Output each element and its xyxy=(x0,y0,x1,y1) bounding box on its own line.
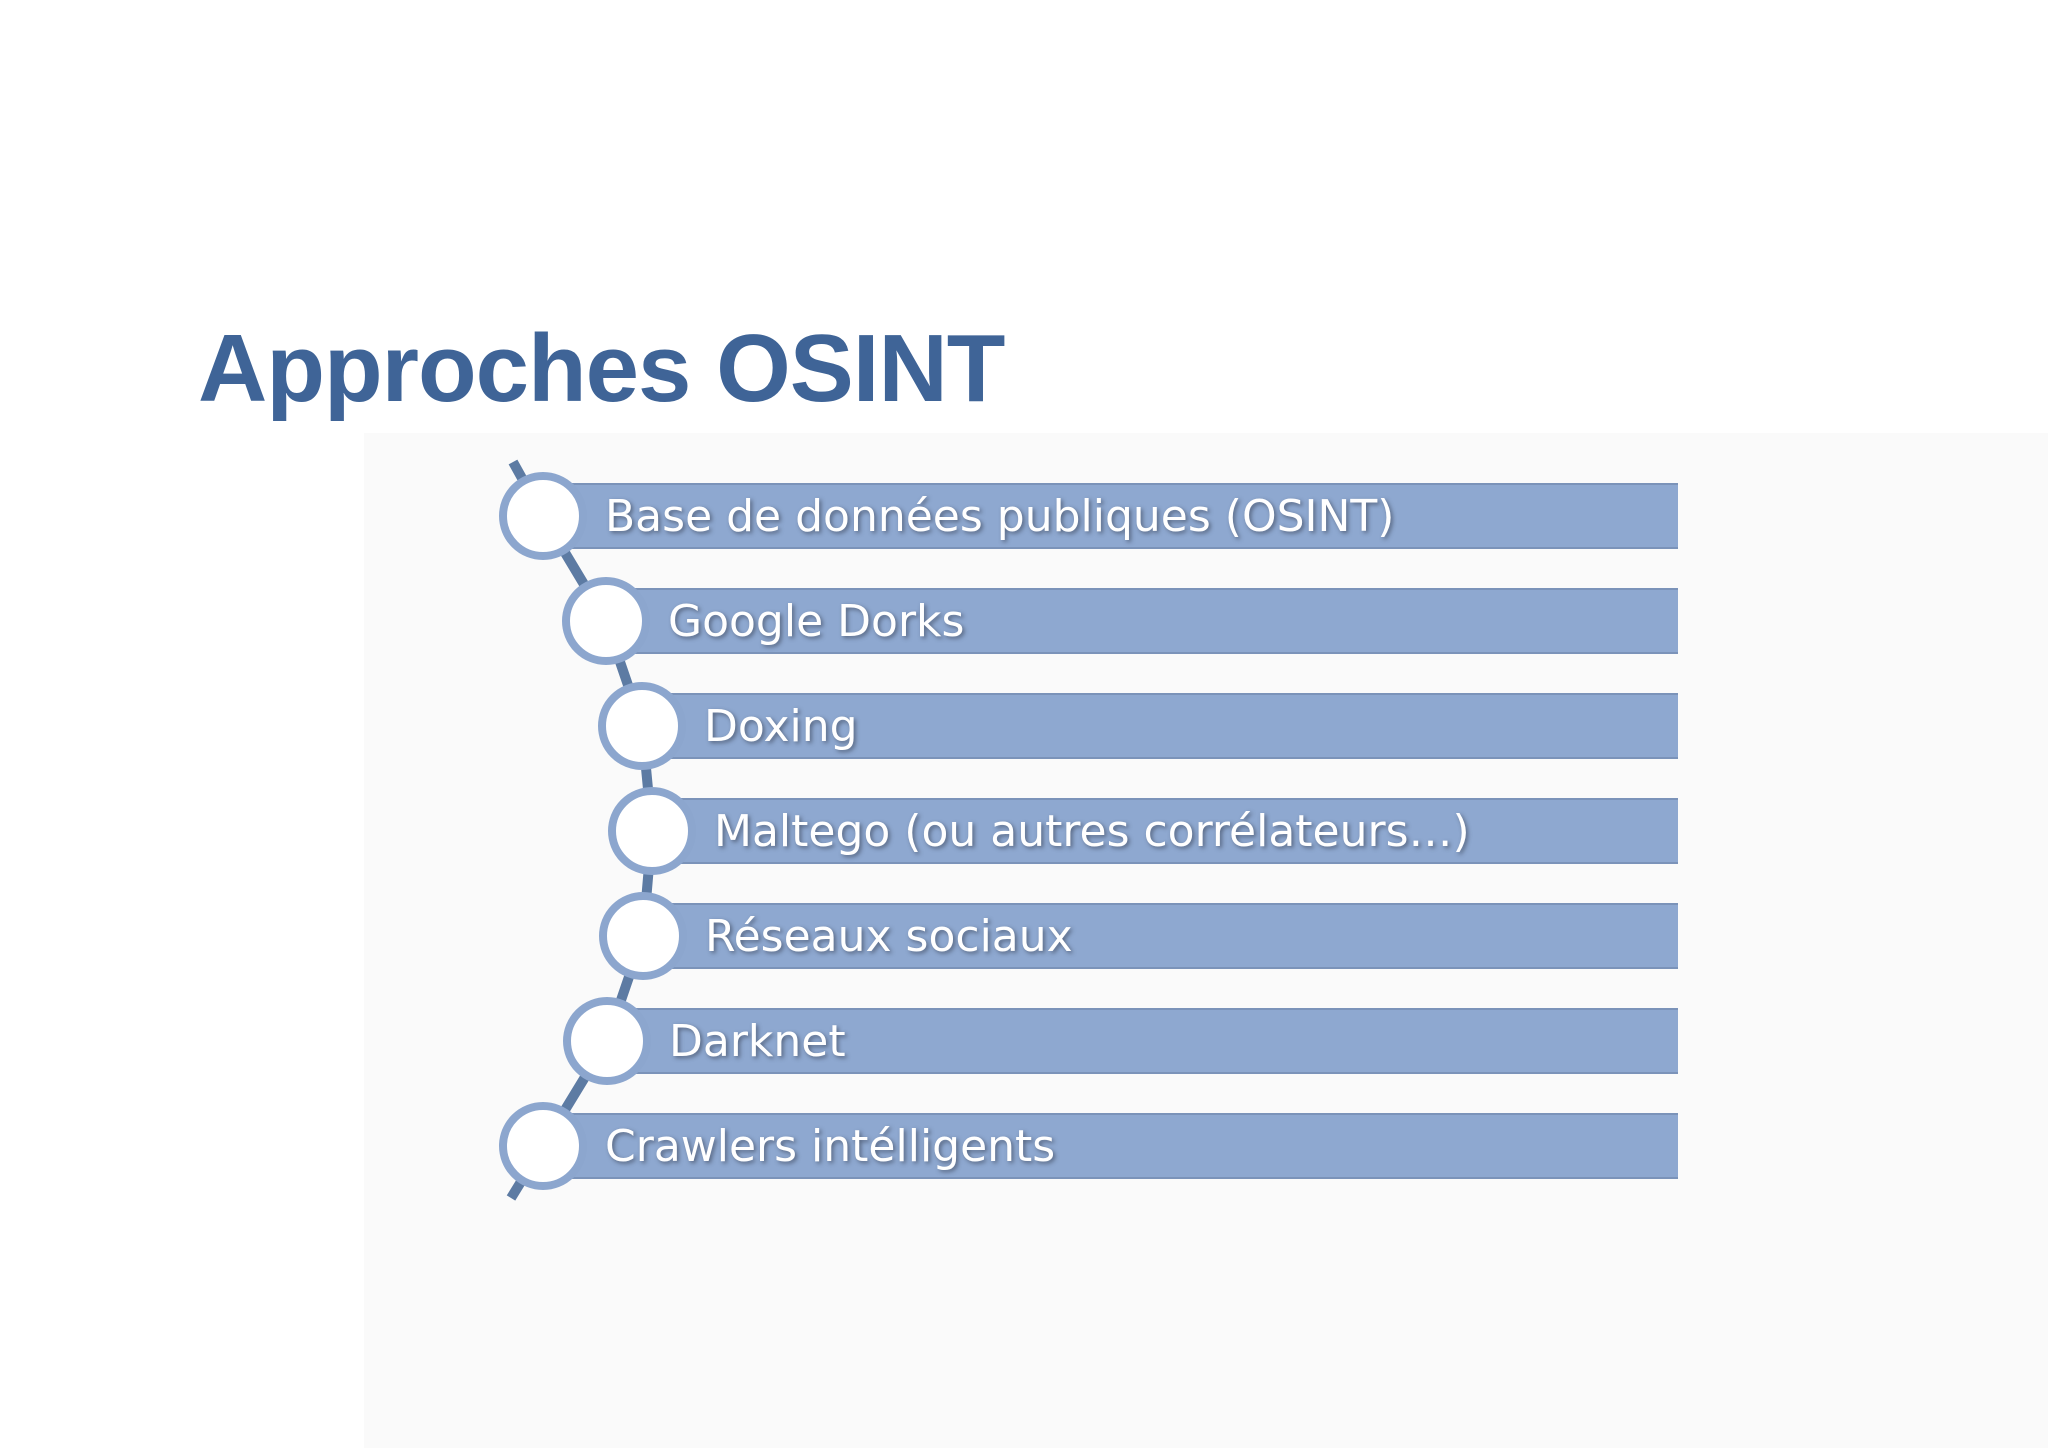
process-step-label: Base de données publiques (OSINT) xyxy=(605,490,1395,542)
slide-title: Approches OSINT xyxy=(198,315,1005,422)
process-step-label: Google Dorks xyxy=(668,595,965,647)
process-step-label: Darknet xyxy=(669,1015,846,1067)
process-step-label: Réseaux sociaux xyxy=(705,910,1073,962)
process-step-bar: Darknet xyxy=(589,1008,1678,1074)
process-step-bar: Maltego (ou autres corrélateurs…) xyxy=(634,798,1678,864)
process-step-bar: Base de données publiques (OSINT) xyxy=(525,483,1678,549)
process-step-bar: Doxing xyxy=(624,693,1678,759)
process-step-bar: Crawlers intélligents xyxy=(525,1113,1678,1179)
process-step-label: Doxing xyxy=(704,700,858,752)
process-step-label: Crawlers intélligents xyxy=(605,1120,1056,1172)
process-step-label: Maltego (ou autres corrélateurs…) xyxy=(714,805,1470,857)
process-step-bar: Google Dorks xyxy=(588,588,1678,654)
process-step-bar: Réseaux sociaux xyxy=(625,903,1678,969)
